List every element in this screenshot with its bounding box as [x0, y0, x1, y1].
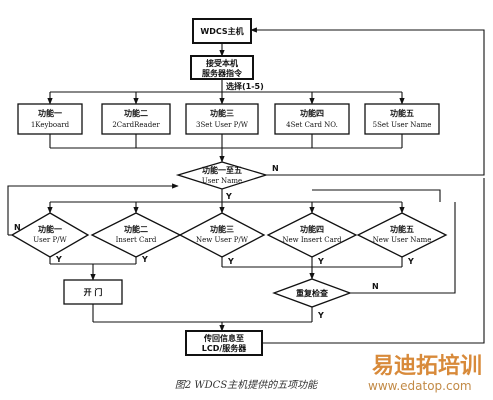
function-box-1: 功能一 1Keyboard	[17, 103, 83, 135]
function-4-en: 4Set Card NO.	[286, 121, 338, 129]
function-box-2: 功能二 2CardReader	[101, 103, 171, 135]
decision-3: 功能三 New User P/W	[178, 212, 266, 258]
figure-caption: 图2 WDCS主机提供的五项功能	[175, 379, 318, 391]
decision-3-en: New User P/W	[196, 236, 249, 244]
open-door-box	[63, 279, 123, 305]
decision-5-cn: 功能五	[390, 224, 414, 234]
function-2-en: 2CardReader	[112, 121, 160, 129]
function-4-cn: 功能四	[300, 108, 324, 118]
choose-label: 选择(1-5)	[226, 81, 264, 91]
function-box-3: 功能三 3Set User P/W	[185, 103, 259, 135]
decision-5-en: New User Name	[373, 236, 432, 244]
function-3-cn: 功能三	[210, 108, 234, 118]
decision-top-no-label: N	[272, 164, 279, 173]
decision-3-yes-label: Y	[227, 257, 234, 266]
edge-dup-check-no	[350, 202, 456, 294]
decision-3-cn: 功能三	[210, 224, 234, 234]
receive-node: 接受本机 服务器指令	[190, 55, 254, 80]
decision-1-yes-label: Y	[55, 255, 62, 264]
open-door-node: 开 门	[63, 279, 123, 305]
function-row: 功能一 1Keyboard 功能二 2CardReader 功能三 3Set U…	[17, 103, 440, 135]
decision-top-en: User Name	[202, 177, 242, 185]
watermark-brand: 易迪拓培训	[372, 353, 482, 379]
decision-5: 功能五 New User Name	[356, 212, 448, 258]
decision-2: 功能二 Insert Card	[90, 212, 182, 258]
decision-4-en: New Insert Card	[282, 236, 342, 244]
host-label: WDCS主机	[200, 26, 243, 36]
connectors	[7, 27, 485, 344]
decision-1-cn: 功能一	[38, 224, 62, 234]
result-label-line1: 传回信息至	[203, 333, 244, 343]
result-node: 传回信息至 LCD/服务器	[185, 330, 263, 356]
function-2-cn: 功能二	[124, 108, 148, 118]
receive-label-line2: 服务器指令	[202, 68, 243, 78]
decision-2-cn: 功能二	[124, 224, 148, 234]
function-5-cn: 功能五	[390, 108, 414, 118]
decision-1-no-label: N	[14, 223, 21, 232]
decision-2-en: Insert Card	[116, 236, 157, 244]
function-box-5: 功能五 5Set User Name	[364, 103, 440, 135]
decision-5-yes-label: Y	[407, 257, 414, 266]
edge-top-decision-no	[250, 27, 485, 176]
decision-top-yes-label: Y	[225, 192, 232, 201]
decision-top: 功能一至五 User Name	[175, 161, 269, 190]
dup-check-diamond	[272, 278, 352, 308]
function-1-en: 1Keyboard	[31, 121, 70, 129]
edge-result-return	[262, 178, 485, 344]
decision-4-yes-label: Y	[317, 257, 324, 266]
receive-box	[190, 55, 254, 80]
decision-1: 功能一 User P/W	[10, 212, 90, 258]
host-node: WDCS主机	[192, 18, 252, 44]
function-3-en: 3Set User P/W	[196, 121, 249, 129]
dup-check-no-label: N	[372, 282, 379, 291]
decision-4: 功能四 New Insert Card	[266, 212, 358, 258]
receive-label-line1: 接受本机	[206, 58, 238, 68]
decision-top-diamond	[175, 161, 269, 190]
function-1-cn: 功能一	[38, 108, 62, 118]
decision-row: 功能一 User P/W 功能二 Insert Card 功能三 New Use…	[10, 212, 448, 258]
edge-feedback-branch	[312, 189, 441, 202]
watermark: 易迪拓培训 www.edatop.com	[368, 353, 482, 393]
decision-4-cn: 功能四	[300, 224, 324, 234]
decision-top-cn: 功能一至五	[202, 165, 242, 175]
function-box-4: 功能四 4Set Card NO.	[274, 103, 350, 135]
open-door-label: 开 门	[84, 287, 103, 297]
function-5-en: 5Set User Name	[373, 121, 432, 129]
dup-check-yes-label: Y	[317, 311, 324, 320]
dup-check-node: 重复检查	[272, 278, 352, 308]
result-box	[185, 330, 263, 356]
decision-1-en: User P/W	[33, 236, 67, 244]
decision-2-yes-label: Y	[141, 255, 148, 264]
dup-check-label: 重复检查	[296, 288, 329, 298]
result-label-line2: LCD/服务器	[202, 343, 248, 353]
host-box	[192, 18, 252, 44]
watermark-url: www.edatop.com	[368, 379, 472, 393]
edge-dec-1-no	[7, 183, 179, 235]
